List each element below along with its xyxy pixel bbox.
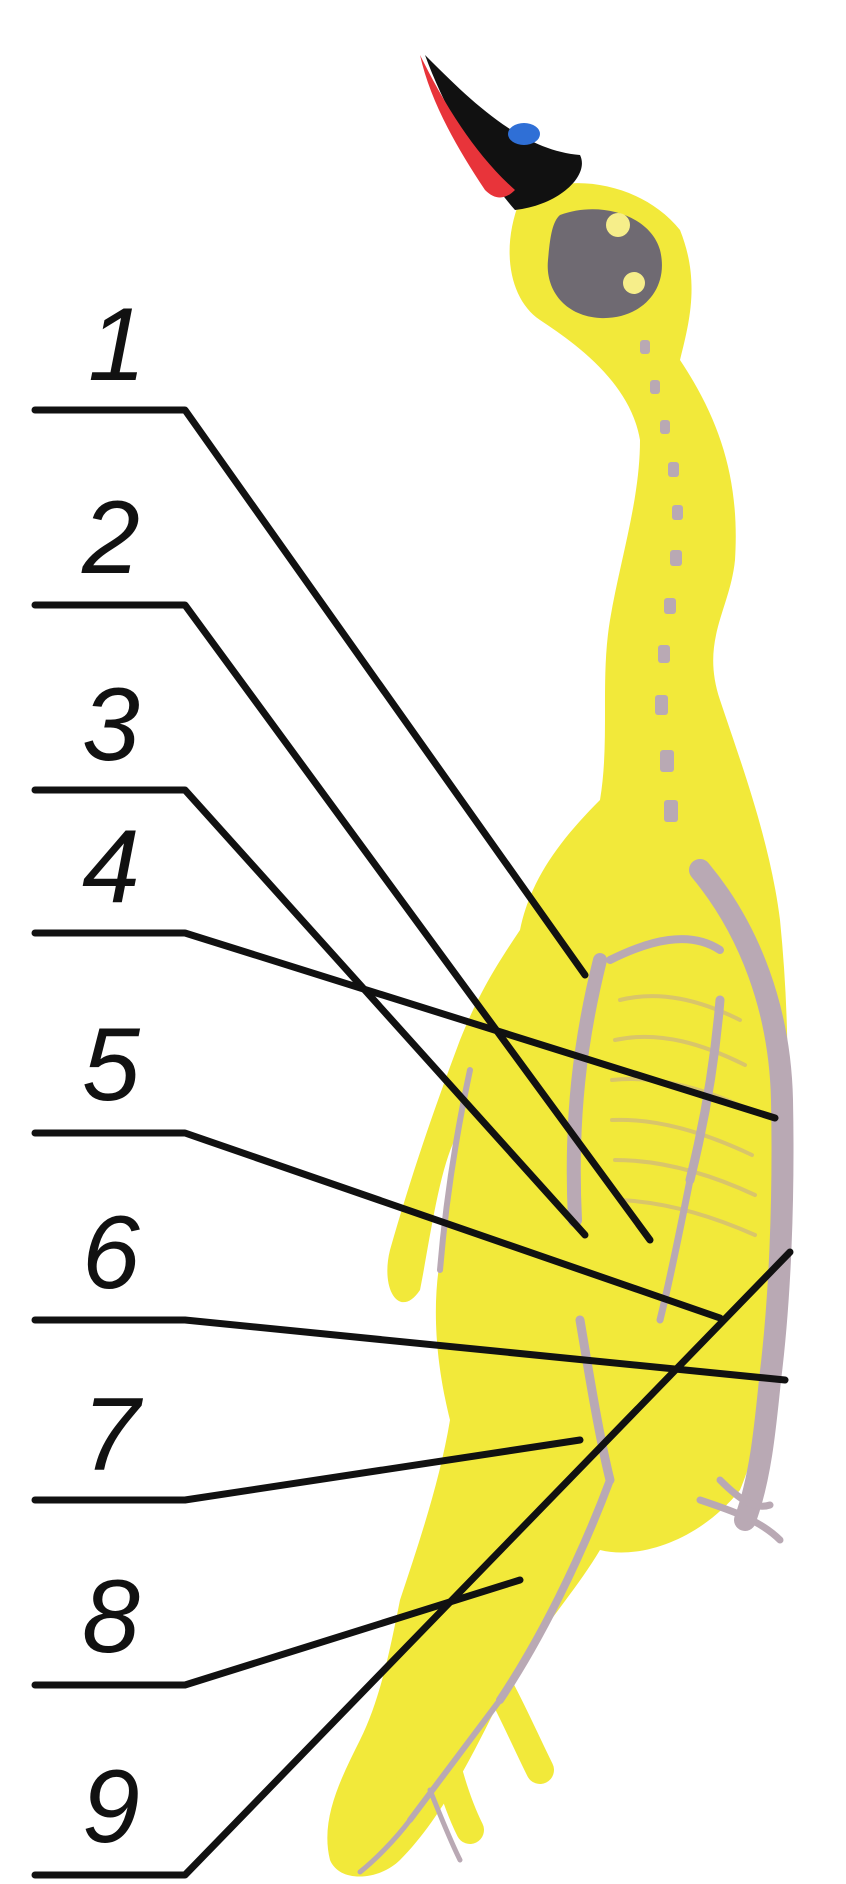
number-labels: 1 2 3 4 5 6 7 8 9 — [81, 287, 146, 1865]
label-3: 3 — [82, 667, 140, 783]
label-6: 6 — [82, 1195, 140, 1311]
eye-dot-upper — [606, 213, 630, 237]
label-4: 4 — [82, 809, 140, 925]
label-2: 2 — [81, 480, 140, 596]
beak-spot — [508, 123, 540, 145]
eye-dot-lower — [623, 272, 645, 294]
label-9: 9 — [82, 1749, 140, 1865]
label-7: 7 — [82, 1377, 144, 1493]
label-5: 5 — [82, 1007, 141, 1123]
label-1: 1 — [88, 287, 146, 403]
label-8: 8 — [82, 1559, 140, 1675]
